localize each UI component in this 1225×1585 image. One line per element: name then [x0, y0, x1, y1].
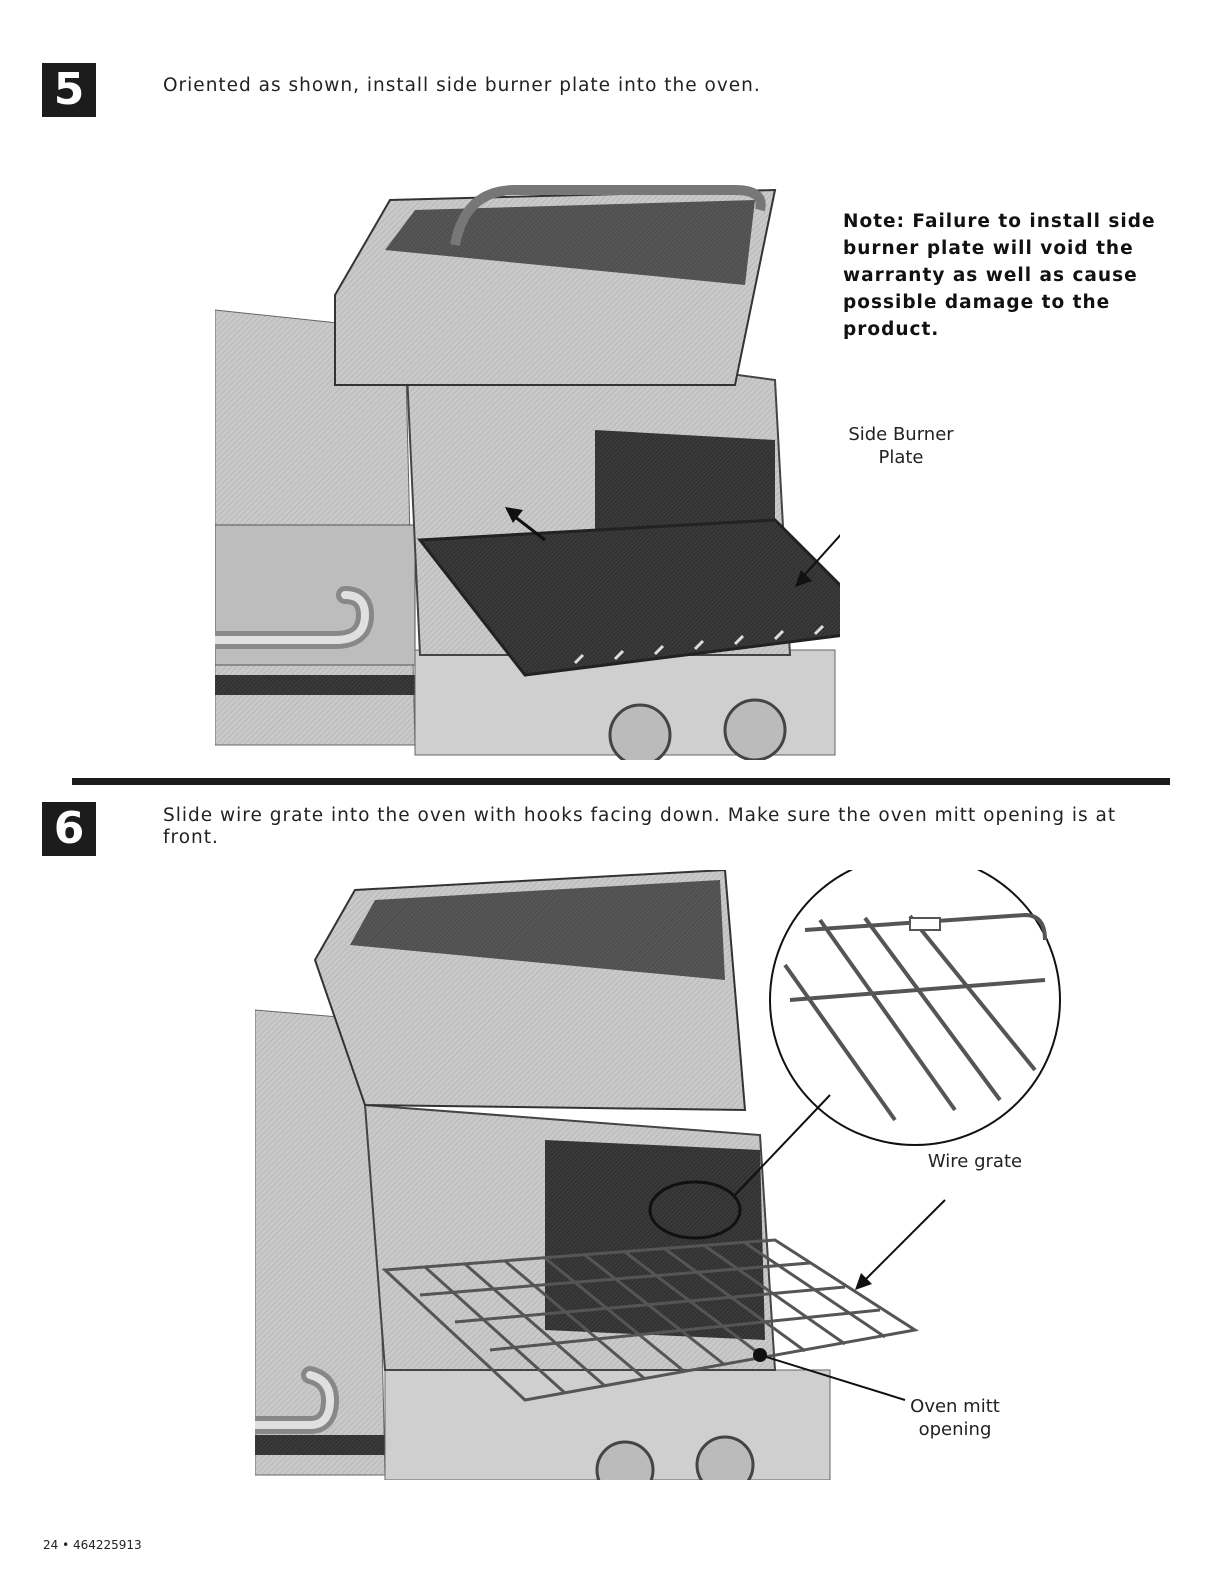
oven-mitt-opening-label: Oven mitt opening [895, 1395, 1015, 1441]
wire-grate-label: Wire grate [927, 1151, 1023, 1172]
side-burner-plate-illustration [215, 185, 840, 760]
step-5-badge: 5 [42, 63, 96, 117]
section-divider [72, 778, 1170, 785]
oven-mitt-opening-label-line1: Oven mitt [910, 1396, 1000, 1417]
side-burner-plate-label-line2: Plate [878, 447, 924, 468]
step-6-instruction: Slide wire grate into the oven with hook… [163, 805, 1117, 848]
step-5-instruction: Oriented as shown, install side burner p… [163, 75, 761, 96]
page-footer: 24 • 464225913 [43, 1538, 142, 1552]
side-burner-plate-label-line1: Side Burner [848, 424, 954, 445]
oven-mitt-opening-label-line2: opening [918, 1419, 992, 1440]
step-6-badge: 6 [42, 802, 96, 856]
warranty-note: Note: Failure to install side burner pla… [843, 211, 1156, 340]
wire-grate-illustration [255, 870, 1061, 1480]
side-burner-plate-label: Side Burner Plate [836, 423, 966, 469]
